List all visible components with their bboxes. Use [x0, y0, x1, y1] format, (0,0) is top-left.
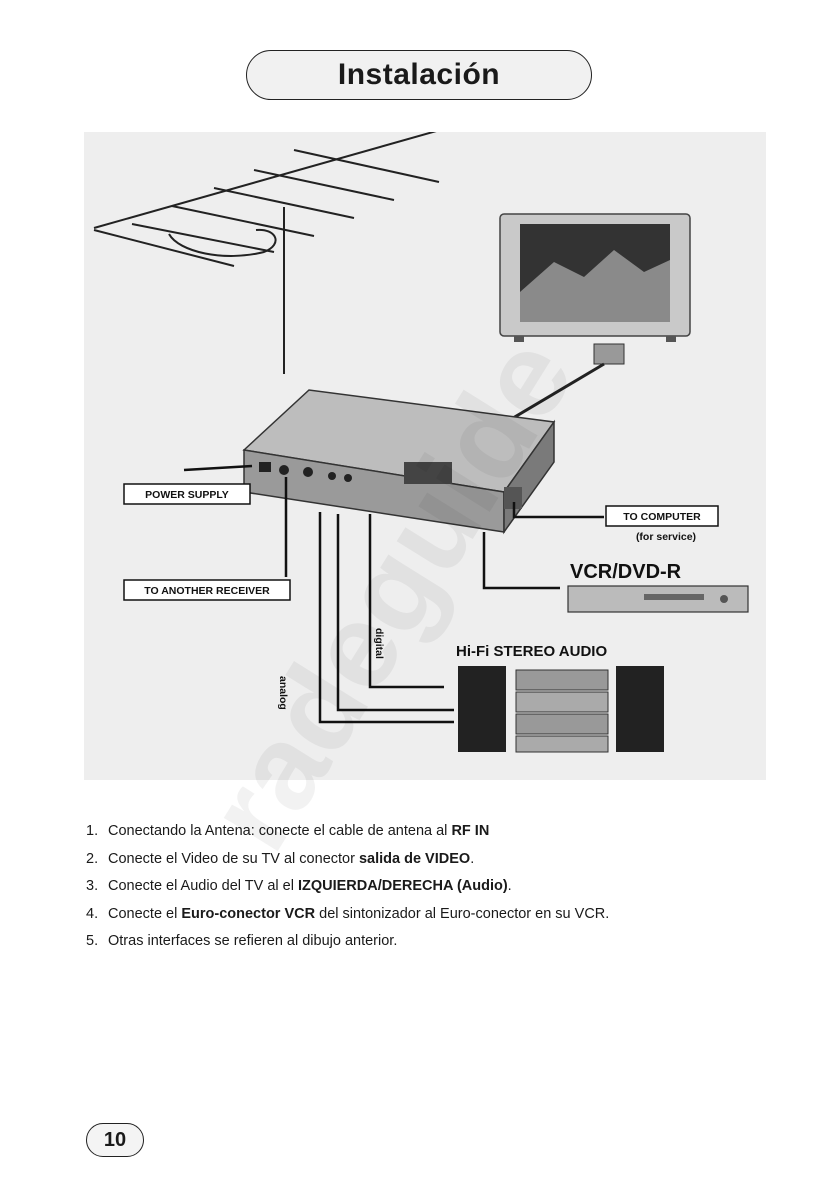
- receiver-box: [242, 389, 556, 535]
- label-to-computer: TO COMPUTER: [623, 511, 701, 523]
- hifi-icon: [458, 666, 664, 753]
- installation-diagram: POWER SUPPLY TO ANOTHER RECEIVER TO COMP…: [84, 132, 766, 780]
- instruction-list: 1.Conectando la Antena: conecte el cable…: [86, 818, 766, 956]
- label-to-another-receiver: TO ANOTHER RECEIVER: [144, 585, 270, 597]
- page-title: Instalación: [246, 50, 592, 100]
- label-power-supply: POWER SUPPLY: [145, 489, 229, 501]
- tv-icon: [438, 213, 691, 464]
- label-vcr-dvd: VCR/DVD-R: [570, 561, 682, 583]
- antenna-icon: [93, 132, 440, 374]
- list-item: 3.Conecte el Audio del TV al el IZQUIERD…: [86, 878, 512, 894]
- list-item: 4.Conecte el Euro-conector VCR del sinto…: [86, 905, 610, 922]
- list-item: 5.Otras interfaces se refieren al dibujo…: [86, 933, 398, 949]
- vcr-icon: [567, 585, 749, 613]
- page-number: 10: [86, 1123, 144, 1157]
- list-item: 2.Conecte el Video de su TV al conector …: [86, 850, 475, 867]
- label-for-service: (for service): [636, 531, 696, 543]
- list-item: 1.Conectando la Antena: conecte el cable…: [86, 823, 490, 839]
- label-digital: digital: [373, 628, 385, 659]
- label-analog: analog: [277, 676, 289, 710]
- label-hifi: Hi-Fi STEREO AUDIO: [456, 643, 607, 660]
- page-title-text: Instalación: [337, 58, 501, 91]
